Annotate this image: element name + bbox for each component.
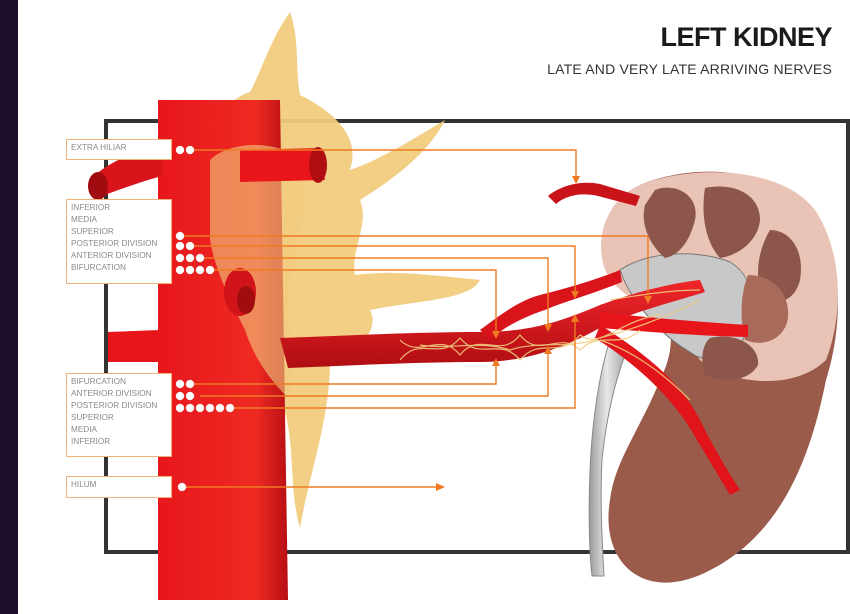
vessel-opening xyxy=(309,147,327,183)
label-text: ANTERIOR DIVISION xyxy=(71,388,167,400)
label-text: BIFURCATION xyxy=(71,262,167,274)
label-group-upper: INFERIOR MEDIA SUPERIOR POSTERIOR DIVISI… xyxy=(66,199,172,284)
label-text: POSTERIOR DIVISION xyxy=(71,400,167,412)
page-subtitle: LATE AND VERY LATE ARRIVING NERVES xyxy=(547,61,832,77)
label-text: BIFURCATION xyxy=(71,376,167,388)
label-text: SUPERIOR xyxy=(71,226,167,238)
label-text: INFERIOR xyxy=(71,202,167,214)
label-text: INFERIOR xyxy=(71,436,167,448)
left-renal-artery xyxy=(108,330,160,362)
label-text: SUPERIOR xyxy=(71,412,167,424)
label-text: MEDIA xyxy=(71,424,167,436)
vessel-opening xyxy=(88,172,108,200)
label-hilum: HILUM xyxy=(66,476,172,498)
label-text: HILUM xyxy=(71,479,167,491)
vessel-opening xyxy=(237,286,255,314)
label-text: EXTRA HILIAR xyxy=(71,142,167,154)
page-title: LEFT KIDNEY xyxy=(660,22,832,53)
label-text: ANTERIOR DIVISION xyxy=(71,250,167,262)
label-group-lower: BIFURCATION ANTERIOR DIVISION POSTERIOR … xyxy=(66,373,172,457)
label-text: POSTERIOR DIVISION xyxy=(71,238,167,250)
label-text: MEDIA xyxy=(71,214,167,226)
label-extra-hiliar: EXTRA HILIAR xyxy=(66,139,172,160)
